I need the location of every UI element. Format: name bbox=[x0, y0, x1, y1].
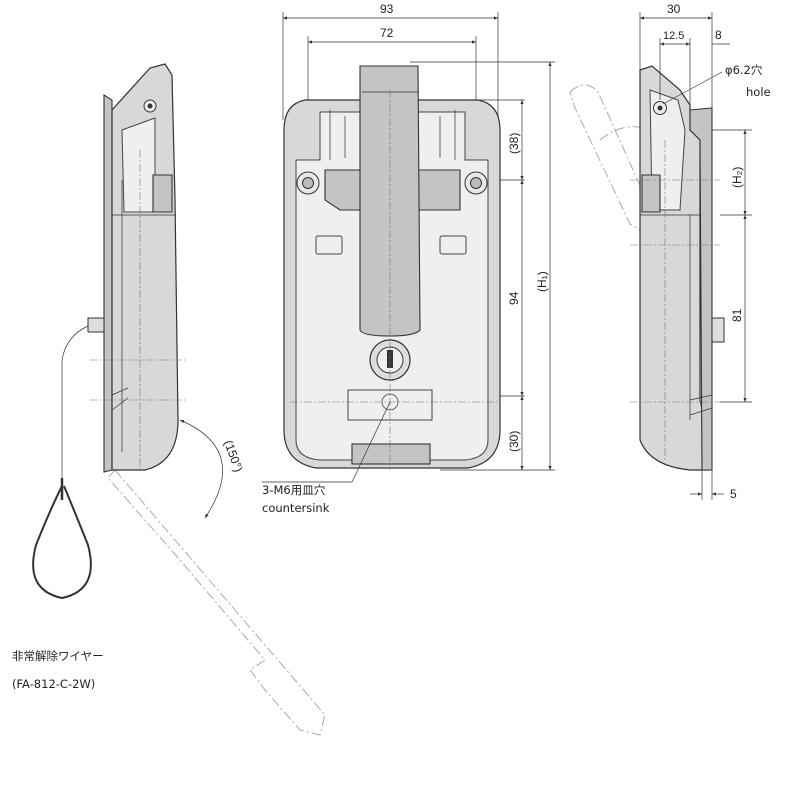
angle-dimension: (150°) bbox=[179, 419, 246, 519]
wire-label-model: (FA-812-C-2W) bbox=[12, 677, 95, 691]
left-back-plate bbox=[103, 94, 113, 473]
countersink-label-jp: 3-M6用皿穴 bbox=[262, 483, 326, 497]
hole-label-en: hole bbox=[746, 85, 771, 99]
dim-h1: (H₁) bbox=[535, 271, 549, 292]
hole-label-jp: φ6.2穴 bbox=[725, 63, 763, 77]
wire-loop bbox=[32, 485, 92, 600]
countersink-label-en: countersink bbox=[262, 501, 330, 515]
left-open-handle-ghost bbox=[107, 469, 326, 736]
dim-side-12-5: 12.5 bbox=[663, 30, 684, 42]
dim-30: (30) bbox=[507, 431, 521, 452]
left-release-button bbox=[87, 317, 105, 333]
dim-side-30: 30 bbox=[667, 2, 681, 16]
right-dimensions: 30 12.5 8 φ6.2穴 hole (H₂) 81 5 bbox=[639, 2, 771, 501]
dim-h2: (H₂) bbox=[730, 167, 744, 188]
dim-93: 93 bbox=[380, 2, 394, 16]
dim-side-5: 5 bbox=[730, 487, 737, 501]
left-side-view bbox=[87, 63, 326, 736]
emergency-wire bbox=[32, 325, 92, 600]
right-release-button bbox=[711, 317, 725, 343]
right-side-view bbox=[569, 65, 725, 471]
slot-left bbox=[315, 235, 343, 255]
wire-labels: 非常解除ワイヤー (FA-812-C-2W) bbox=[12, 649, 104, 691]
front-view bbox=[282, 12, 555, 471]
angle-label: (150°) bbox=[221, 438, 245, 474]
dim-38: (38) bbox=[507, 133, 521, 154]
wire-label-jp: 非常解除ワイヤー bbox=[12, 649, 104, 663]
dim-72: 72 bbox=[380, 26, 394, 40]
dim-94: 94 bbox=[507, 291, 521, 305]
dim-side-8: 8 bbox=[715, 28, 722, 42]
dim-side-81: 81 bbox=[730, 308, 744, 322]
slot-right bbox=[439, 235, 467, 255]
front-dimensions: 93 72 (38) 94 (30) (H₁) 3-M6用皿穴 counters… bbox=[262, 2, 552, 515]
